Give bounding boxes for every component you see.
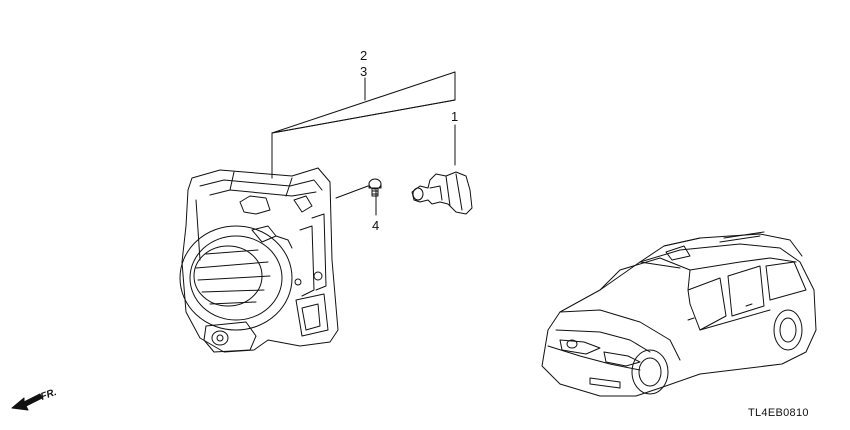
callout-part-3: 3 xyxy=(360,64,367,79)
fog-light-assembly xyxy=(179,167,339,353)
bulb-part xyxy=(411,171,473,215)
front-direction-arrow xyxy=(11,393,43,411)
callout-part-1: 1 xyxy=(451,109,458,124)
screw-part xyxy=(368,178,382,197)
callout-part-2: 2 xyxy=(360,48,367,63)
leader-lines xyxy=(271,71,456,216)
vehicle-illustration xyxy=(541,231,817,397)
diagram-code: TL4EB0810 xyxy=(748,407,809,419)
front-label: FR. xyxy=(39,387,58,403)
callout-part-4: 4 xyxy=(372,218,379,233)
